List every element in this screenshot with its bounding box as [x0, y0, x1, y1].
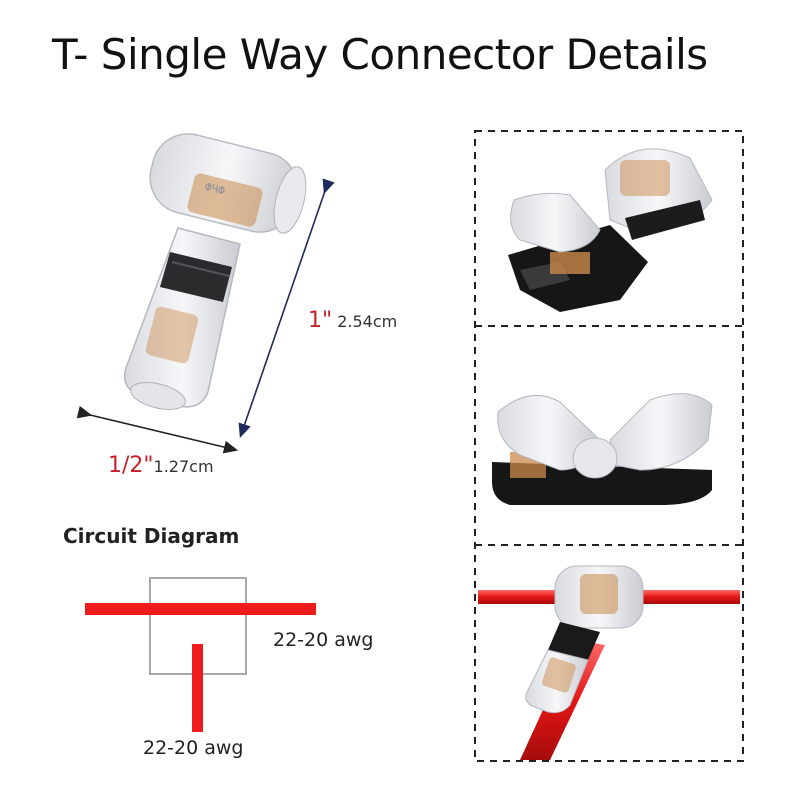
branch-wire	[192, 644, 203, 732]
main-wire-gauge-label: 22-20 awg	[273, 629, 374, 651]
connector-open-angled-photo	[508, 148, 713, 312]
width-inch-value: 1/2"	[108, 453, 154, 478]
photo-panels	[474, 130, 744, 762]
height-dimension-label: 1" 2.54cm	[308, 308, 397, 333]
connector-open-side-photo	[492, 393, 713, 505]
connector-with-wires-photo	[478, 565, 740, 760]
width-dimension-arrow	[76, 405, 239, 454]
circuit-diagram-heading: Circuit Diagram	[63, 524, 240, 548]
height-inch-value: 1"	[308, 308, 333, 333]
page-title: T- Single Way Connector Details	[52, 30, 708, 79]
height-dimension-arrow	[238, 178, 335, 439]
svg-text:ФЧФ: ФЧФ	[204, 180, 227, 198]
width-dimension-label: 1/2"1.27cm	[108, 453, 214, 478]
height-cm-value: 2.54cm	[337, 312, 398, 331]
width-cm-value: 1.27cm	[153, 457, 214, 476]
connector-main-photo: ФЧФ	[123, 133, 307, 410]
circuit-diagram	[85, 577, 316, 732]
branch-wire-gauge-label: 22-20 awg	[143, 737, 244, 759]
main-wire	[85, 603, 316, 615]
